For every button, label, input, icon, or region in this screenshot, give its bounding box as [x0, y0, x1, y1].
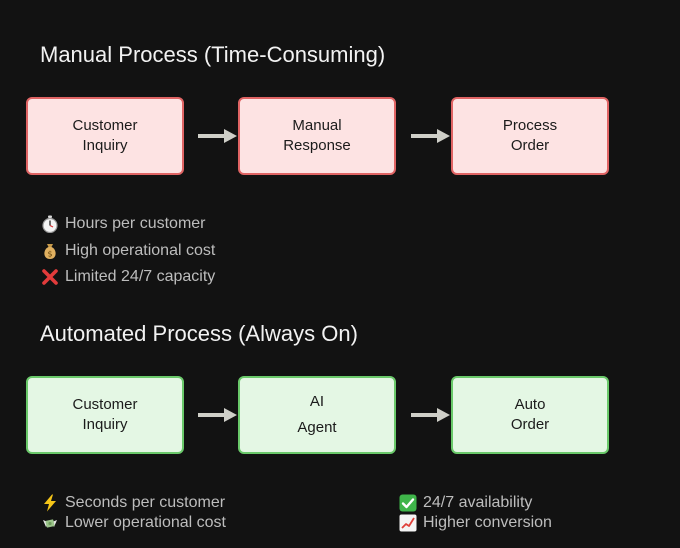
- auto-note-conversion: Higher conversion: [398, 513, 552, 532]
- arrow-icon: [198, 408, 237, 422]
- step-label-line2: Order: [510, 416, 550, 433]
- svg-text:$: $: [47, 249, 52, 258]
- manual-note-capacity: Limited 24/7 capacity: [40, 267, 215, 286]
- step-label-line2: Agent: [297, 419, 337, 436]
- step-label-line2: Response: [283, 137, 351, 154]
- lightning-icon: [40, 493, 59, 512]
- step-label-line1: Process: [502, 117, 558, 134]
- manual-step-manual-response: Manual Response: [238, 97, 396, 175]
- arrow-icon: [411, 408, 450, 422]
- note-text: Limited 24/7 capacity: [65, 267, 216, 285]
- stopwatch-icon: [40, 214, 59, 233]
- arrow-icon: [198, 129, 237, 143]
- note-text: 24/7 availability: [423, 493, 533, 511]
- step-label-line2: Order: [510, 137, 550, 154]
- automated-section-title: Automated Process (Always On): [40, 321, 358, 346]
- note-text: Hours per customer: [65, 214, 206, 232]
- arrow-icon: [411, 129, 450, 143]
- money-bag-icon: $: [40, 241, 59, 260]
- step-label-line1: Customer: [72, 396, 138, 413]
- manual-note-hours: Hours per customer: [40, 214, 206, 233]
- auto-step-auto-order: Auto Order: [451, 376, 609, 454]
- green-check-icon: [398, 493, 417, 512]
- note-text: Seconds per customer: [65, 493, 226, 511]
- auto-note-availability: 24/7 availability: [398, 493, 532, 512]
- note-text: High operational cost: [65, 241, 216, 259]
- manual-section-title: Manual Process (Time-Consuming): [40, 42, 386, 67]
- manual-note-cost: $ High operational cost: [40, 241, 215, 260]
- red-x-icon: [40, 267, 59, 286]
- step-label-line2: Inquiry: [82, 416, 128, 433]
- auto-note-cost: Lower operational cost: [40, 513, 226, 532]
- step-label-line1: Manual: [292, 117, 342, 134]
- money-wings-icon: [40, 513, 59, 532]
- step-label-line1: Customer: [72, 117, 138, 134]
- manual-step-process-order: Process Order: [451, 97, 609, 175]
- auto-step-ai-agent: AI Agent: [238, 376, 396, 454]
- auto-step-customer-inquiry: Customer Inquiry: [26, 376, 184, 454]
- note-text: Higher conversion: [423, 513, 552, 531]
- step-label-line1: AI: [309, 393, 325, 410]
- auto-note-seconds: Seconds per customer: [40, 493, 225, 512]
- note-text: Lower operational cost: [65, 513, 226, 531]
- chart-up-icon: [398, 513, 417, 532]
- step-label-line1: Auto: [514, 396, 546, 413]
- step-label-line2: Inquiry: [82, 137, 128, 154]
- manual-step-customer-inquiry: Customer Inquiry: [26, 97, 184, 175]
